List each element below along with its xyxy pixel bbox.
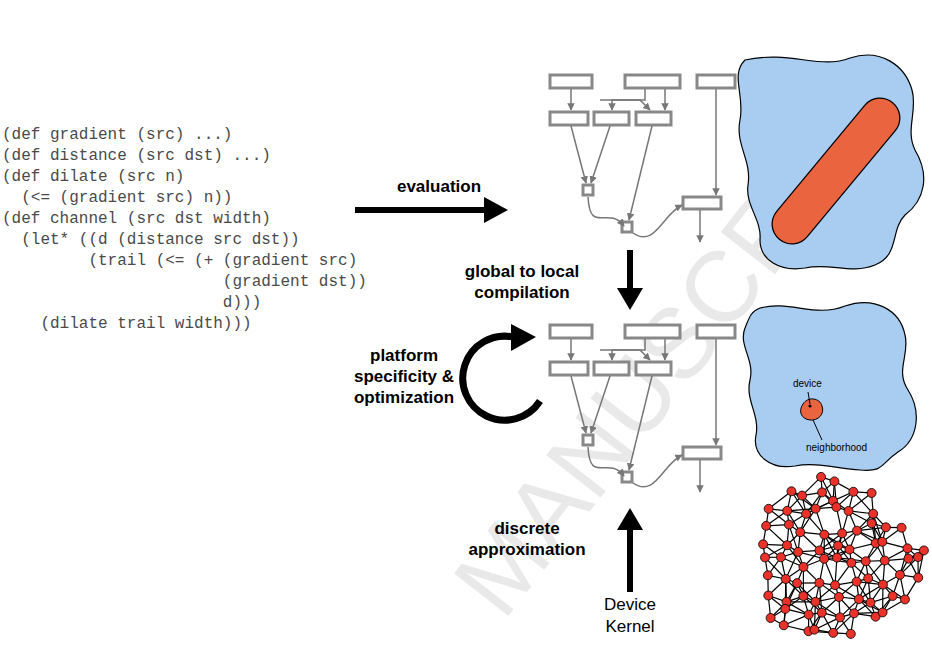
network-device	[829, 628, 838, 637]
network-device	[878, 537, 887, 546]
network-device	[798, 491, 807, 500]
network-device	[815, 546, 824, 555]
network-device	[913, 553, 922, 562]
code-line: (def distance (src dst) ...)	[2, 147, 271, 165]
network-device	[766, 613, 775, 622]
network-device	[811, 597, 820, 606]
network-device	[831, 581, 840, 590]
network-device	[820, 530, 829, 539]
network-device	[903, 544, 912, 553]
network-device	[867, 519, 876, 528]
kernel-label: Device Kernel	[590, 594, 670, 638]
channel-region-fill	[792, 118, 880, 224]
channel-region	[792, 118, 880, 224]
network-device	[861, 557, 870, 566]
network-device	[796, 528, 805, 537]
device-network	[759, 472, 929, 638]
network-device	[888, 591, 897, 600]
network-device	[815, 578, 824, 587]
space-region	[738, 55, 924, 269]
network-device	[836, 613, 845, 622]
network-device	[850, 609, 859, 618]
network-device	[844, 506, 853, 515]
network-device	[820, 554, 829, 563]
network-device	[764, 591, 773, 600]
step-label: discrete approximation	[458, 518, 596, 560]
leader-line	[813, 420, 822, 440]
network-device	[847, 558, 856, 567]
network-device	[811, 504, 820, 513]
device-label: device	[793, 378, 822, 390]
network-device	[783, 541, 792, 550]
network-device	[869, 509, 878, 518]
network-device	[867, 488, 876, 497]
code-line: (def channel (src dst width)	[2, 210, 271, 228]
network-device	[763, 571, 772, 580]
network-device	[817, 472, 826, 481]
code-line: (gradient dst))	[2, 273, 367, 291]
network-device	[852, 526, 861, 535]
step-label: evaluation	[384, 176, 494, 197]
network-device	[787, 487, 796, 496]
code-line: d)))	[2, 294, 261, 312]
network-device	[784, 520, 793, 529]
network-device	[764, 504, 773, 513]
network-device	[783, 506, 792, 515]
network-device	[810, 625, 819, 634]
code-line: (dilate trail width)))	[2, 315, 252, 333]
network-device	[834, 592, 843, 601]
network-device	[794, 547, 803, 556]
network-device	[904, 554, 913, 563]
dataflow-graph-local	[550, 325, 735, 492]
code-line: (def gradient (src) ...)	[2, 126, 232, 144]
network-device	[866, 598, 875, 607]
network-device	[895, 570, 904, 579]
network-device	[761, 553, 770, 562]
network-device	[799, 592, 808, 601]
network-device	[802, 509, 811, 518]
network-device	[781, 574, 790, 583]
network-device	[878, 608, 887, 617]
code-line: (trail (<= (+ (gradient src)	[2, 252, 357, 270]
network-device	[804, 610, 813, 619]
space-region-local	[743, 303, 916, 471]
code-line: (<= (gradient src) n))	[2, 189, 232, 207]
network-device	[878, 580, 887, 589]
dataflow-graph-global	[550, 75, 735, 242]
network-device	[845, 545, 854, 554]
device-neighborhood	[801, 399, 823, 420]
network-device	[900, 595, 909, 604]
network-device	[881, 523, 890, 532]
network-device	[830, 477, 839, 486]
network-device	[852, 577, 861, 586]
network-device	[914, 573, 923, 582]
step-label: platform specificity & optimization	[338, 345, 470, 408]
network-device	[793, 579, 802, 588]
network-device	[834, 541, 843, 550]
network-device	[762, 521, 771, 530]
network-device	[759, 540, 768, 549]
network-device	[779, 621, 788, 630]
network-device	[864, 574, 873, 583]
network-device	[799, 562, 808, 571]
network-device	[832, 503, 841, 512]
network-device	[838, 529, 847, 538]
network-device	[776, 553, 785, 562]
network-device	[817, 608, 826, 617]
network-device	[781, 604, 790, 613]
network-device	[849, 487, 858, 496]
network-device	[897, 523, 906, 532]
step-label: global to local compilation	[452, 261, 592, 303]
code-line: (let* ((d (distance src dst))	[2, 231, 300, 249]
neighborhood-label: neighborhood	[806, 442, 867, 454]
network-device	[880, 556, 889, 565]
network-device	[832, 553, 841, 562]
network-device	[846, 629, 855, 638]
network-device	[818, 488, 827, 497]
code-line: (def dilate (src n)	[2, 168, 184, 186]
leader-line	[808, 392, 810, 404]
network-device	[854, 595, 863, 604]
device-dot	[808, 404, 811, 407]
